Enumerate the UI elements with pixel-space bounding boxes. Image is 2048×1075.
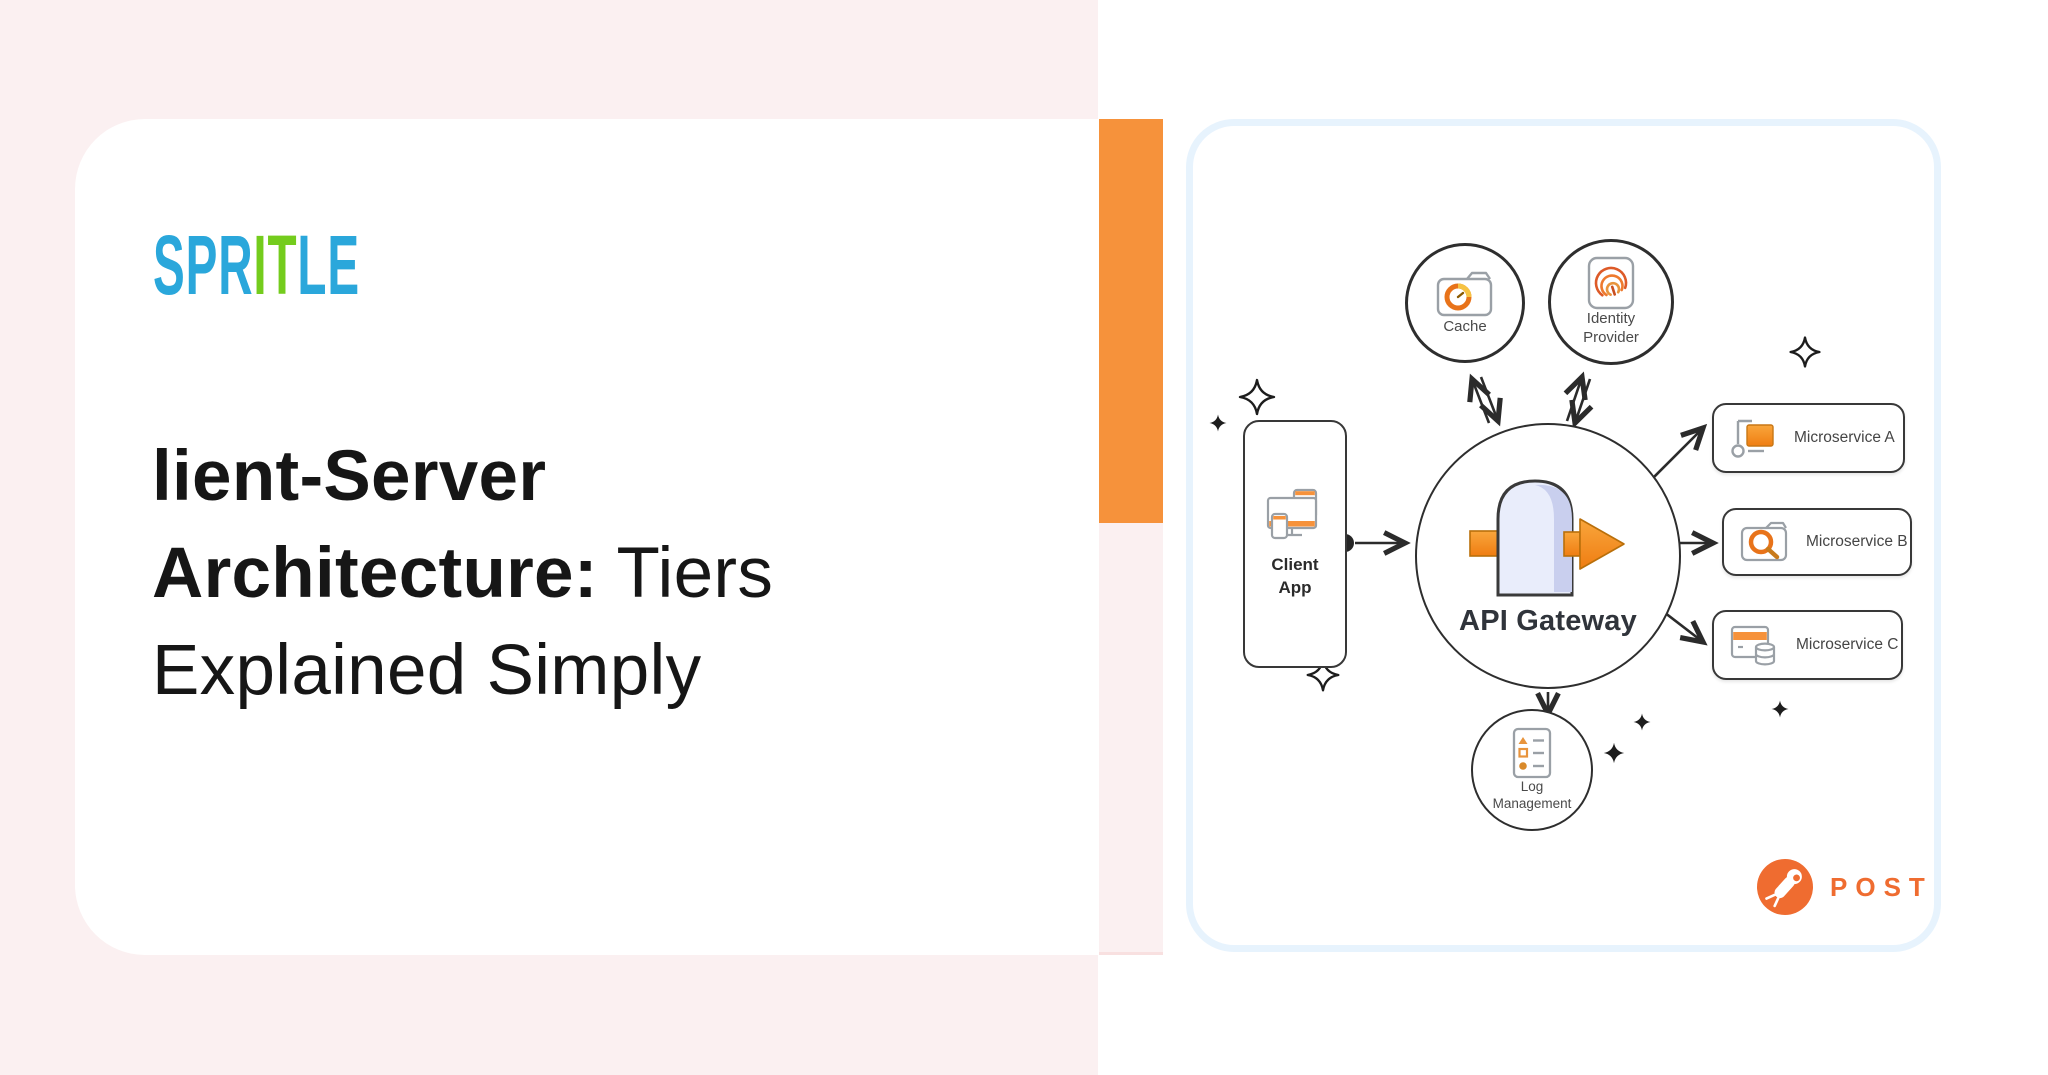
arrow-cache-to-gateway xyxy=(1479,376,1503,427)
sparkle-solid-icon xyxy=(1633,713,1651,731)
accent-bar-orange xyxy=(1099,119,1163,523)
app-database-icon xyxy=(1730,625,1776,666)
logo-part-blue-2: LE xyxy=(297,217,360,313)
sparkle-outline-icon xyxy=(1238,378,1276,416)
sparkle-outline-icon xyxy=(1306,658,1340,692)
microservice-b-node: Microservice B xyxy=(1722,508,1912,576)
cache-node: Cache xyxy=(1405,243,1525,363)
api-gateway-icon xyxy=(1469,478,1625,596)
arrow-idp-to-gateway xyxy=(1569,378,1594,429)
api-gateway-label: API Gateway xyxy=(1459,604,1637,637)
log-list-icon xyxy=(1512,727,1552,779)
microservice-b-label: Microservice B xyxy=(1806,533,1908,550)
sparkle-solid-icon xyxy=(1771,700,1789,718)
cache-label: Cache xyxy=(1443,317,1487,335)
postman-wordmark: POSTMA xyxy=(1830,871,1934,902)
client-app-node: Client App xyxy=(1243,420,1347,668)
microservice-a-node: Microservice A xyxy=(1712,403,1905,473)
client-app-label: Client App xyxy=(1271,555,1319,597)
log-management-label: Log Management xyxy=(1492,779,1572,811)
architecture-diagram-card: Cache Identity Provider xyxy=(1186,119,1941,952)
api-gateway-node: API Gateway xyxy=(1415,423,1681,689)
microservice-a-label: Microservice A xyxy=(1794,429,1895,446)
sparkle-decorations xyxy=(1209,336,1821,764)
logo-part-green: IT xyxy=(253,217,298,313)
microservice-c-node: Microservice C xyxy=(1712,610,1903,680)
cache-folder-icon xyxy=(1436,271,1493,316)
folder-search-icon xyxy=(1740,521,1788,562)
sparkle-outline-icon xyxy=(1789,336,1821,368)
sparkle-solid-icon xyxy=(1209,414,1227,432)
title-line-1: lient-Server xyxy=(152,437,547,516)
arrow-gateway-to-idp xyxy=(1563,371,1588,422)
microservice-c-label: Microservice C xyxy=(1796,636,1899,653)
content-card xyxy=(75,119,1100,955)
accent-bar-pink xyxy=(1099,523,1163,955)
identity-provider-node: Identity Provider xyxy=(1548,239,1674,365)
page-title: lient-Server Architecture: Tiers Explain… xyxy=(152,428,773,719)
postman-logo: POSTMA xyxy=(1756,858,1934,916)
title-line-2: Architecture: Tiers xyxy=(152,534,774,613)
sprite-logo: SPRITLE xyxy=(153,216,360,314)
identity-provider-label: Identity Provider xyxy=(1583,310,1639,346)
workflow-icon xyxy=(1731,419,1774,458)
arrow-gateway-to-cache xyxy=(1467,373,1491,424)
postman-icon xyxy=(1757,859,1813,915)
client-devices-icon xyxy=(1266,488,1318,540)
logo-part-blue-1: SPR xyxy=(153,217,254,313)
title-line-3: Explained Simply xyxy=(152,631,702,710)
sparkle-solid-icon xyxy=(1603,742,1625,764)
log-management-node: Log Management xyxy=(1471,709,1593,831)
fingerprint-icon xyxy=(1587,257,1635,310)
